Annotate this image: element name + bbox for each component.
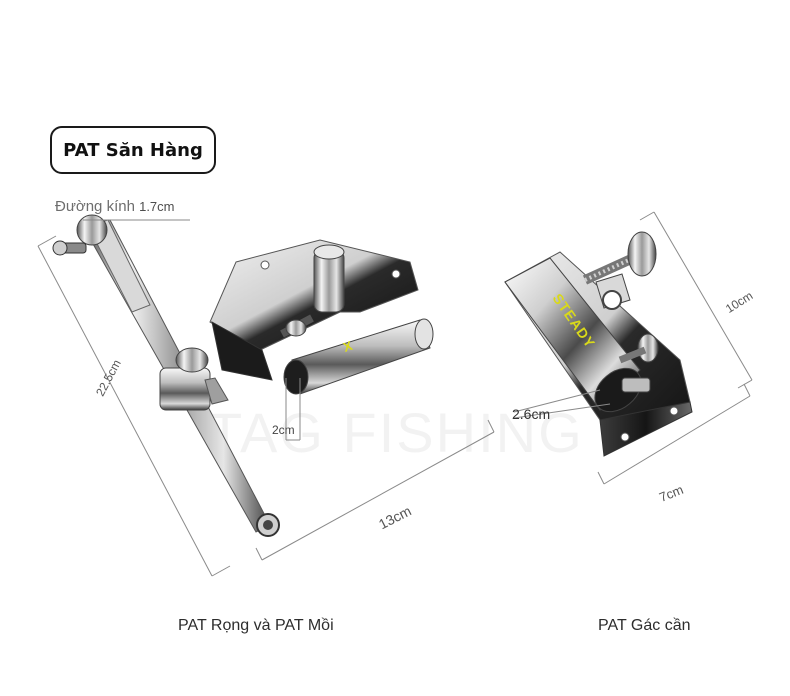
dimension-lines: [37, 211, 753, 577]
diameter-value: 1.7cm: [139, 199, 175, 214]
horizontal-tube: [291, 319, 431, 395]
rod-top-cap: [76, 214, 108, 246]
watermark-text: TAG FISHING: [208, 401, 584, 464]
mid-clamp-knob: [175, 347, 209, 373]
diameter-prefix: Đường kính: [55, 198, 135, 215]
page-title: PAT Săn Hàng: [63, 139, 203, 161]
diameter-label: Đường kính 1.7cm: [55, 198, 175, 215]
caption-right: PAT Gác cần: [598, 617, 691, 634]
holder-top-knob: [627, 231, 657, 277]
rod-holder-device: STEADY: [504, 231, 693, 457]
holder-lower-knob: [637, 333, 659, 363]
title-badge: PAT Săn Hàng: [50, 126, 216, 174]
tube-2-6cm-label: 2.6cm: [512, 406, 551, 422]
caption-left: PAT Rọng và PAT Mồi: [178, 617, 334, 634]
rod-clamp-device: [52, 214, 280, 537]
tube-opening: [283, 359, 309, 395]
mid-clamp-block: [159, 367, 211, 411]
tube-mount: X: [209, 239, 434, 395]
holder-tube: [504, 257, 641, 411]
tube-2cm-label: 2cm: [272, 423, 295, 437]
top-screw-knob: [52, 240, 68, 256]
